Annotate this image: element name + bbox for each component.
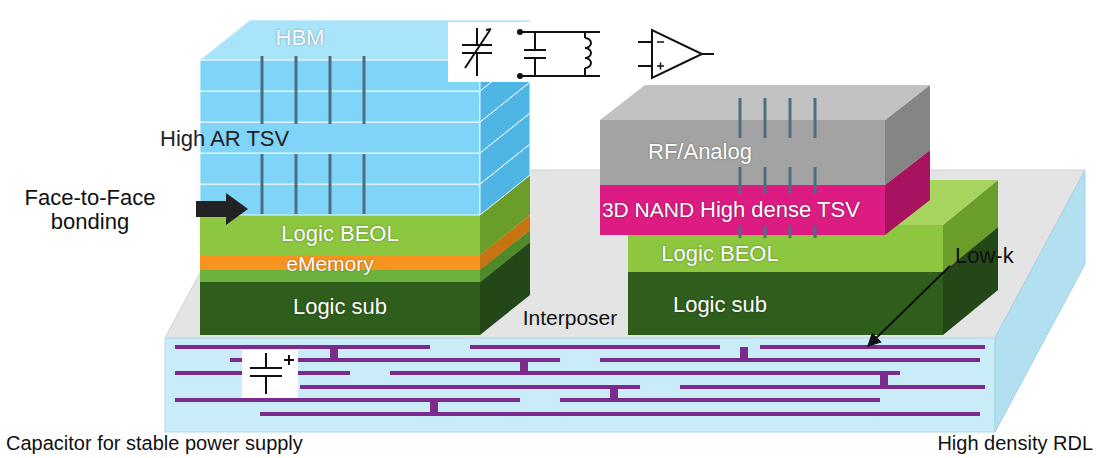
slab-face: [200, 91, 480, 122]
tsv: [363, 56, 366, 124]
tsv: [814, 167, 817, 194]
tsv: [789, 226, 792, 238]
tsv: [739, 226, 742, 238]
layer-name: Logic sub: [291, 295, 389, 319]
slab-face: [200, 282, 480, 335]
interposer-side: [995, 170, 1085, 432]
leader-line: [868, 266, 950, 346]
callout-label: High dense TSV: [700, 198, 860, 222]
slab-face: [628, 272, 943, 335]
tsv: [329, 56, 332, 124]
rdl-lines: [175, 347, 985, 414]
layer-block: HBM: [274, 26, 327, 50]
slab-face: [200, 60, 480, 91]
layer-block: Logic BEOL: [659, 242, 780, 266]
layer-block: Logic sub: [291, 295, 389, 319]
chip-stacks: [200, 20, 998, 335]
interposer-top: [165, 170, 1085, 338]
tsv: [764, 226, 767, 238]
callout-label: High density RDL: [937, 432, 1093, 454]
slab-face: [600, 185, 885, 235]
tsv: [789, 98, 792, 138]
callout-label: High AR TSV: [160, 127, 289, 151]
layer-block: Interposer: [521, 306, 620, 329]
interposer-front: [165, 338, 995, 432]
slab-face: [200, 153, 480, 184]
tsv: [814, 226, 817, 238]
tsv: [261, 56, 264, 124]
tsv: [764, 167, 767, 194]
rdl-vias: [330, 347, 888, 414]
callout-label: Low-k: [955, 244, 1014, 268]
layer-name: Logic BEOL: [279, 222, 400, 246]
slab-face: [200, 215, 480, 255]
callout-label: Face-to-Face bonding: [15, 186, 165, 234]
layer-name: HBM: [274, 26, 327, 50]
tsv: [739, 167, 742, 194]
layer-block: Logic BEOL: [279, 222, 400, 246]
tsv: [261, 154, 264, 214]
tsv: [295, 154, 298, 214]
layer-name: Logic sub: [671, 293, 769, 317]
tsv: [739, 98, 742, 138]
layer-name: Logic BEOL: [659, 242, 780, 266]
tsv: [814, 98, 817, 138]
layer-block: eMemory: [284, 252, 376, 275]
layer-block: RF/Analog: [646, 140, 754, 164]
tsv: [295, 56, 298, 124]
tsv: [363, 154, 366, 214]
layer-name: RF/Analog: [646, 140, 754, 164]
layer-name: 3D NAND: [600, 198, 696, 221]
layer-name: Interposer: [521, 306, 620, 329]
layer-block: Logic sub: [671, 293, 769, 317]
capacitor-symbol: [242, 350, 298, 398]
layer-name: eMemory: [284, 252, 376, 275]
tsv: [764, 98, 767, 138]
tsv: [789, 167, 792, 194]
callout-label: Capacitor for stable power supply: [6, 432, 303, 454]
bonding-arrow: [196, 193, 248, 225]
layer-block: 3D NAND: [600, 198, 696, 221]
tsv: [329, 154, 332, 214]
slab-face: [600, 120, 885, 185]
rf-symbols: [448, 22, 718, 82]
